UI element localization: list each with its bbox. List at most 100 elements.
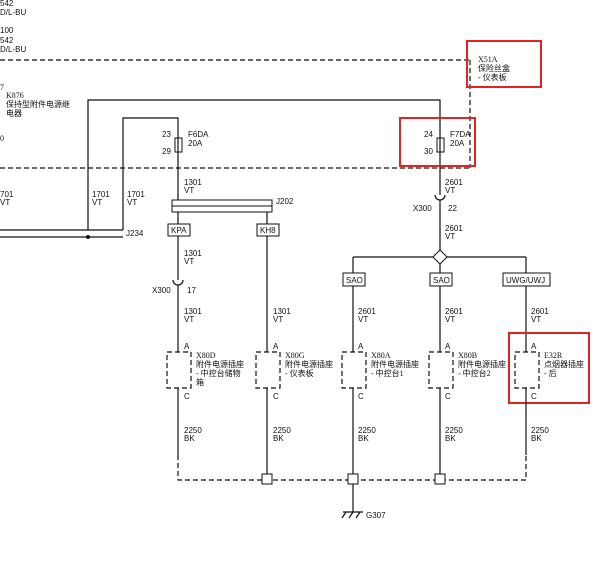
wire-2601-a-color: VT xyxy=(445,186,455,195)
ground-node-3 xyxy=(434,473,446,485)
wire-701-left-num: 701 xyxy=(0,190,14,199)
top-left-label-4: 542 xyxy=(0,36,14,45)
ground-node-2 xyxy=(347,473,359,485)
sao-1-box xyxy=(342,272,366,287)
wire-2601-c-color: VT xyxy=(358,315,368,324)
x80b-name-2: - 中控台2 xyxy=(458,368,491,378)
f7da-rating: 20A xyxy=(450,139,465,148)
f7da-highlight-box xyxy=(399,117,476,167)
wire-2601-e-num: 2601 xyxy=(531,307,549,316)
k876-name: 保持型附件电源继 xyxy=(6,99,70,109)
wire-2601-d-color: VT xyxy=(445,315,455,324)
kpa-box xyxy=(167,223,191,237)
x80g-id: X80G xyxy=(285,351,305,360)
sao-1-label: SAO xyxy=(346,276,363,285)
x80d-name: 附件电源插座 xyxy=(196,359,244,369)
f6da-rating: 20A xyxy=(188,139,203,148)
pin-c: C xyxy=(531,392,537,401)
wire-1701-b-color: VT xyxy=(127,198,137,207)
pin-a: A xyxy=(184,342,190,351)
ground-node-1 xyxy=(261,473,273,485)
wire-2250-d-color: BK xyxy=(445,434,456,443)
x300-22-connector xyxy=(434,194,446,201)
wire-1301-c-num: 1301 xyxy=(184,307,202,316)
wire-2250-a-num: 2250 xyxy=(184,426,202,435)
wire-1301-b-color: VT xyxy=(184,257,194,266)
x51a-name-2: - 仪表板 xyxy=(478,72,507,82)
connector-e32r: A C E32R 点烟器插座 - 后 xyxy=(514,342,584,401)
x300-b-label: X300 xyxy=(413,204,432,213)
f7da-pin-out: 30 xyxy=(424,147,433,156)
kpa-label: KPA xyxy=(171,226,187,235)
kh8-box xyxy=(256,223,280,237)
connector-x80b: A C X80B 附件电源插座 - 中控台2 xyxy=(428,342,506,401)
f7da-id: F7DA xyxy=(450,130,471,139)
j202-splice-bar-2 xyxy=(171,205,273,213)
connector-x80a: A C X80A 附件电源插座 - 中控台1 xyxy=(341,342,419,401)
j234-label: J234 xyxy=(126,229,144,238)
wire-1301-d-color: VT xyxy=(273,315,283,324)
pin-c: C xyxy=(358,392,364,401)
pin-a: A xyxy=(358,342,364,351)
wire-2250-b-num: 2250 xyxy=(273,426,291,435)
ground-label: G307 xyxy=(366,511,386,520)
f6da-pin-out: 29 xyxy=(162,147,171,156)
wire-2601-a-num: 2601 xyxy=(445,178,463,187)
sao-2-box xyxy=(429,272,453,287)
wire-2250-c-color: BK xyxy=(358,434,369,443)
connector-x80g: A C X80G 附件电源插座 - 仪表板 xyxy=(255,342,333,401)
wire-701-left-color: VT xyxy=(0,198,10,207)
x80b-id: X80B xyxy=(458,351,477,360)
ground-icon xyxy=(341,511,363,519)
x51a-id: X51A xyxy=(478,55,498,64)
e32r-highlight-box xyxy=(508,332,590,404)
wire-1301-d-num: 1301 xyxy=(273,307,291,316)
wire-1701-a-color: VT xyxy=(92,198,102,207)
wire-2250-c-num: 2250 xyxy=(358,426,376,435)
wire-1701-feed-a xyxy=(87,99,441,230)
wire-2601-d-num: 2601 xyxy=(445,307,463,316)
k876-name-2: 电器 xyxy=(6,108,22,118)
wire-2601-b-num: 2601 xyxy=(445,224,463,233)
x80g-name-2: - 仪表板 xyxy=(285,368,314,378)
x80d-name-3: 箱 xyxy=(196,377,204,387)
e32r-name-2: - 后 xyxy=(544,368,557,378)
x300-b-pin: 22 xyxy=(448,204,457,213)
top-left-label-2: D/L-BU xyxy=(0,8,26,17)
pin-a: A xyxy=(531,342,537,351)
k876-id: K876 xyxy=(6,91,24,100)
wire-2250-a-color: BK xyxy=(184,434,195,443)
pin-c: C xyxy=(184,392,190,401)
e32r-name: 点烟器插座 xyxy=(544,359,584,369)
x80d-name-2: - 中控台储物 xyxy=(196,368,241,378)
ground-bus-frame xyxy=(177,455,527,481)
k876-side-pin: 0 xyxy=(0,134,4,143)
wire-1701-b-num: 1701 xyxy=(127,190,145,199)
wire-2250-e-num: 2250 xyxy=(531,426,549,435)
top-left-label-3: 100 xyxy=(0,26,14,35)
wire-2250-b-color: BK xyxy=(273,434,284,443)
x80d-id: X80D xyxy=(196,351,216,360)
e32r-id: E32R xyxy=(544,351,563,360)
x51a-name: 保险丝盒 xyxy=(478,63,510,73)
top-left-label-1: 542 xyxy=(0,0,14,8)
x80g-name: 附件电源插座 xyxy=(285,359,333,369)
sao-2-label: SAO xyxy=(433,276,450,285)
x300-a-label: X300 xyxy=(152,286,171,295)
pin-a: A xyxy=(273,342,279,351)
wire-2250-d-num: 2250 xyxy=(445,426,463,435)
pin-a: A xyxy=(445,342,451,351)
x80a-id: X80A xyxy=(371,351,391,360)
top-left-label-5: D/L-BU xyxy=(0,45,26,54)
x80a-name: 附件电源插座 xyxy=(371,359,419,369)
x51a-highlight-box xyxy=(466,40,542,88)
kh8-label: KH8 xyxy=(260,226,276,235)
pin-c: C xyxy=(445,392,451,401)
wire-2601-c-num: 2601 xyxy=(358,307,376,316)
connector-x80d: A C X80D 附件电源插座 - 中控台储物 箱 xyxy=(166,342,244,401)
wire-2601-e-color: VT xyxy=(531,315,541,324)
x300-a-pin: 17 xyxy=(187,286,196,295)
wire-2601-b-color: VT xyxy=(445,232,455,241)
k876-pin: 7 xyxy=(0,83,4,92)
